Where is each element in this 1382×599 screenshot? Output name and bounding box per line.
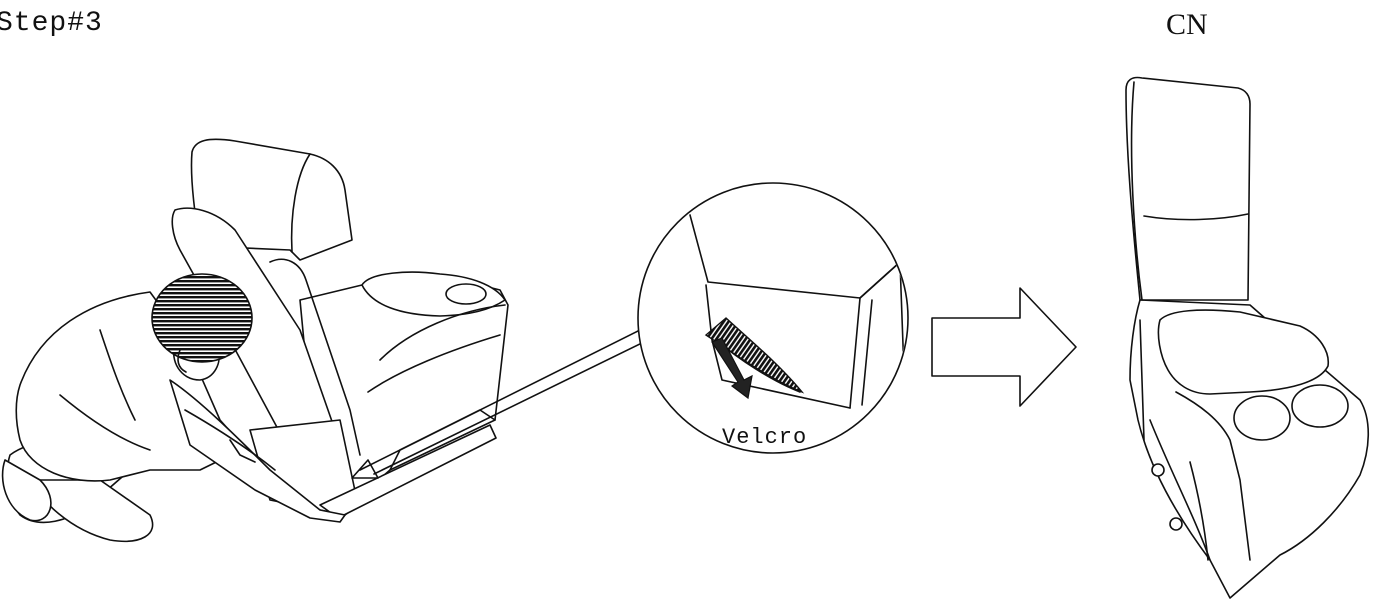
model-label: CN bbox=[1166, 8, 1208, 41]
person-figure bbox=[3, 274, 345, 541]
upright-chair bbox=[1126, 78, 1368, 599]
right-arrow-icon bbox=[932, 288, 1076, 406]
step-label: Step#3 bbox=[0, 8, 103, 39]
magnified-detail: Velcro bbox=[638, 183, 908, 453]
callout-pointer bbox=[352, 330, 648, 478]
velcro-label: Velcro bbox=[722, 425, 807, 450]
